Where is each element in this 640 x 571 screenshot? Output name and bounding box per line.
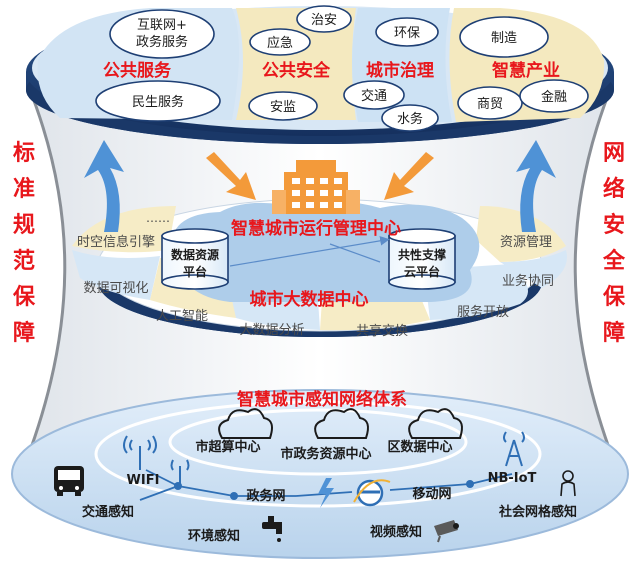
sensing-video: 视频感知: [370, 524, 422, 540]
cap-sharing-exchange: 共享交换: [356, 323, 408, 339]
network-wifi: WIFI: [127, 473, 160, 488]
left-char-6: 障: [13, 320, 35, 346]
cloud-municipal-gov-resource: 市政务资源中心: [280, 446, 371, 462]
cap-spatiotemporal-engine: 时空信息引擎: [77, 234, 155, 250]
right-char-4: 全: [602, 248, 626, 274]
cap-big-data-analysis: 大数据分析: [239, 323, 304, 338]
antenna-icon: [170, 459, 190, 486]
right-char-6: 障: [603, 320, 625, 346]
ops-center-title: 智慧城市运行管理中心: [231, 218, 401, 239]
top-application-layer: 互联网+ 政务服务 治安 应急 环保 制造 民生服务 安监 交通 水务 商贸 金…: [26, 5, 614, 144]
nbiot-tower-icon: [503, 431, 525, 467]
upward-arrows: [84, 140, 556, 232]
right-char-2: 络: [603, 176, 625, 202]
common-support-platform-line1: 共性支撑: [398, 247, 446, 262]
item-manufacturing: 制造: [491, 31, 517, 46]
person-icon: [560, 470, 576, 497]
right-char-5: 保: [602, 285, 626, 310]
big-data-center-title: 城市大数据中心: [250, 289, 369, 310]
left-side-title: 标 准 规 范 保 障: [12, 140, 36, 346]
sensing-network-title: 智慧城市感知网络体系: [237, 389, 407, 410]
middle-platform-layer: 数据资源 平台 共性支撑 云平台 智慧城市运行管理中心 城市大数据中心: [72, 160, 567, 339]
item-internet-plus-line2: 政务服务: [136, 34, 188, 50]
item-safety-supervision: 安监: [270, 100, 296, 115]
data-resource-platform: 数据资源 平台: [161, 228, 229, 290]
left-char-5: 保: [12, 285, 36, 310]
internet-globe-icon: [353, 479, 391, 507]
camera-icon: [434, 520, 459, 543]
bus-icon: [54, 466, 84, 496]
cap-service-open: 服务开放: [457, 304, 509, 320]
left-char-2: 准: [13, 177, 35, 202]
cloud-municipal-supercomputing: 市超算中心: [195, 439, 260, 455]
data-resource-platform-line2: 平台: [183, 264, 207, 279]
dots-more: ……: [146, 211, 170, 225]
lightning-icon: [318, 478, 334, 508]
bottom-sensing-layer: 智慧城市感知网络体系 市超算中心 市政务资源中心 区数据中心: [11, 389, 629, 559]
section-smart-industry: 智慧产业: [492, 60, 560, 81]
right-side-title: 网 络 安 全 保 障: [602, 141, 626, 346]
section-city-governance: 城市治理: [366, 60, 434, 81]
item-public-security: 治安: [311, 13, 337, 28]
sensing-environment: 环境感知: [188, 528, 240, 544]
data-resource-platform-line1: 数据资源: [171, 247, 219, 262]
item-internet-plus-line1: 互联网+: [137, 18, 187, 33]
item-environmental: 环保: [394, 26, 420, 41]
wifi-tower-icon: [123, 435, 157, 470]
item-water: 水务: [397, 111, 423, 127]
orange-converging-arrows: [206, 152, 434, 200]
common-support-platform-line2: 云平台: [404, 264, 440, 279]
item-finance: 金融: [541, 89, 567, 105]
network-gov: 政务网: [246, 488, 285, 504]
left-char-4: 范: [13, 249, 35, 274]
left-char-3: 规: [13, 213, 35, 238]
left-char-1: 标: [13, 140, 35, 166]
cloud-district-data: 区数据中心: [387, 439, 452, 455]
item-traffic: 交通: [361, 88, 387, 104]
cap-artificial-intelligence: 人工智能: [156, 309, 208, 324]
right-char-3: 安: [603, 212, 625, 238]
right-char-1: 网: [603, 141, 625, 166]
item-livelihood-service: 民生服务: [132, 94, 184, 110]
cloud-icon: [218, 408, 463, 439]
section-public-safety: 公共安全: [262, 60, 331, 81]
item-commerce: 商贸: [477, 97, 503, 112]
sensing-social-grid: 社会网格感知: [498, 504, 577, 520]
cap-business-collab: 业务协同: [502, 273, 554, 289]
network-nbiot: NB-IoT: [488, 471, 537, 486]
building-icon: [272, 160, 360, 214]
cap-data-visualization: 数据可视化: [83, 281, 148, 296]
cap-resource-mgmt: 资源管理: [500, 235, 552, 250]
common-support-platform: 共性支撑 云平台: [388, 228, 456, 290]
sensing-traffic: 交通感知: [82, 504, 134, 520]
water-tap-icon: [262, 516, 282, 542]
item-emergency: 应急: [267, 35, 293, 51]
section-public-service: 公共服务: [103, 60, 172, 81]
network-mobile: 移动网: [412, 486, 451, 502]
